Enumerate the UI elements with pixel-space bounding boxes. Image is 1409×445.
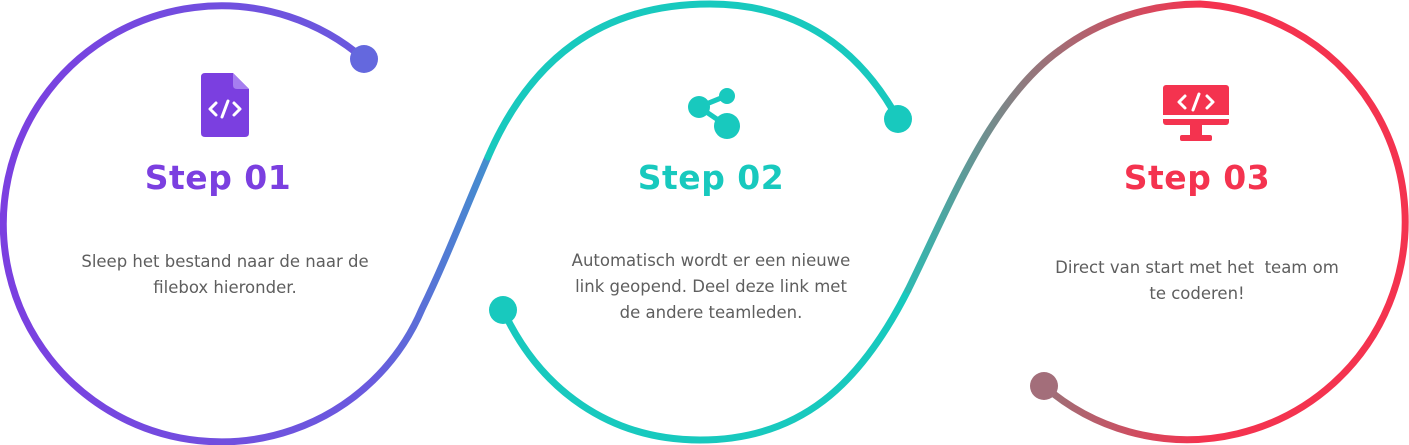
step-description: Direct van start met het team om te code…	[1027, 255, 1367, 307]
curve-endpoint-dot	[884, 105, 912, 133]
code-monitor-icon	[1163, 85, 1229, 141]
description-line: te coderen!	[1149, 284, 1245, 303]
step-description: Sleep het bestand naar de naar de filebo…	[55, 249, 395, 301]
description-line: Automatisch wordt er een nieuwe	[571, 251, 851, 270]
curve-segment-1	[0, 2, 492, 445]
curve-segment-3	[499, 286, 912, 444]
description-line: link geopend. Deel deze link met	[575, 277, 847, 296]
step-title: Step 02	[637, 158, 785, 197]
curve-endpoint-dot	[350, 45, 378, 73]
description-line: filebox hieronder.	[153, 278, 297, 297]
code-file-icon	[201, 73, 249, 137]
description-line: Sleep het bestand naar de naar de	[81, 252, 369, 271]
step-title: Step 01	[144, 158, 292, 197]
curve-endpoint-dot	[1030, 372, 1058, 400]
description-line: Direct van start met het team om	[1055, 258, 1339, 277]
share-icon	[688, 88, 740, 139]
step-description: Automatisch wordt er een nieuwe link geo…	[541, 248, 881, 326]
step-title: Step 03	[1123, 158, 1271, 197]
curve-segment-2	[484, 0, 902, 161]
step-01: Step 01 Sleep het bestand naar de naar d…	[0, 0, 450, 445]
curve-segment-4	[904, 0, 1409, 444]
curve-endpoint-dot	[489, 296, 517, 324]
description-line: de andere teamleden.	[619, 303, 803, 322]
